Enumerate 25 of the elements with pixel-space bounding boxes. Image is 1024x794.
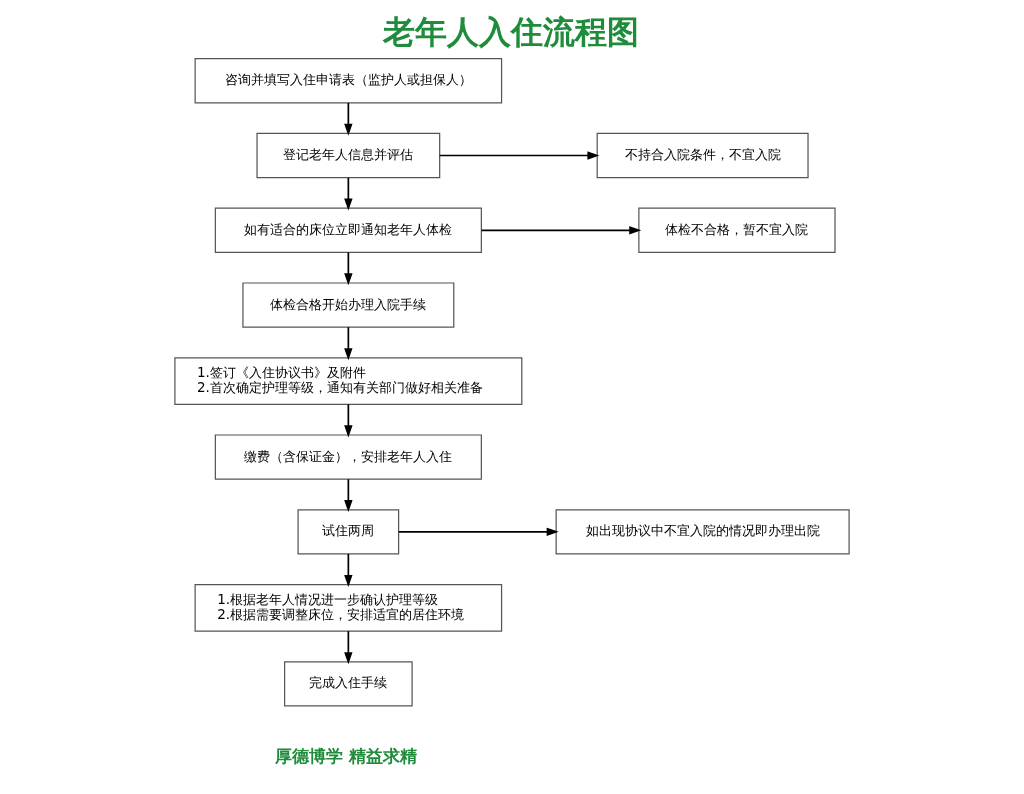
arrow [344, 403, 353, 438]
node-box: 如出现协议中不宜入院的情况即办理出院 [555, 509, 850, 555]
node-box: 体检不合格，暂不宜入院 [638, 207, 836, 253]
diagram-title: 老年人入住流程图 [382, 12, 639, 51]
node-box: 试住两周 [297, 509, 400, 555]
arrow [344, 102, 353, 136]
arrow [344, 630, 353, 665]
arrow [438, 151, 600, 160]
arrow [344, 326, 353, 361]
arrow [398, 527, 559, 537]
label: 厚德博学 精益求精 [275, 745, 418, 766]
node-box: 体检合格开始办理入院手续 [242, 282, 455, 328]
node-box: 1.签订《入住协议书》及附件 2.首次确定护理等级，通知有关部门做好相关准备 [174, 357, 523, 405]
node-box: 咨询并填写入住申请表（监护人或担保人） [194, 58, 503, 104]
arrow [344, 478, 353, 513]
node-box: 完成入住手续 [284, 661, 413, 707]
node-box: 缴费（含保证金），安排老年人入住 [214, 434, 482, 480]
arrow [344, 176, 353, 211]
node-box: 不持合入院条件，不宜入院 [596, 132, 809, 179]
node-box: 如有适合的床位立即通知老年人体检 [214, 207, 482, 253]
node-box: 1.根据老年人情况进一步确认护理等级 2.根据需要调整床位，安排适宜的居住环境 [194, 583, 503, 632]
arrow [344, 553, 353, 587]
node-box: 登记老年人信息并评估 [256, 132, 441, 179]
arrow [480, 226, 642, 235]
arrow [344, 251, 353, 286]
